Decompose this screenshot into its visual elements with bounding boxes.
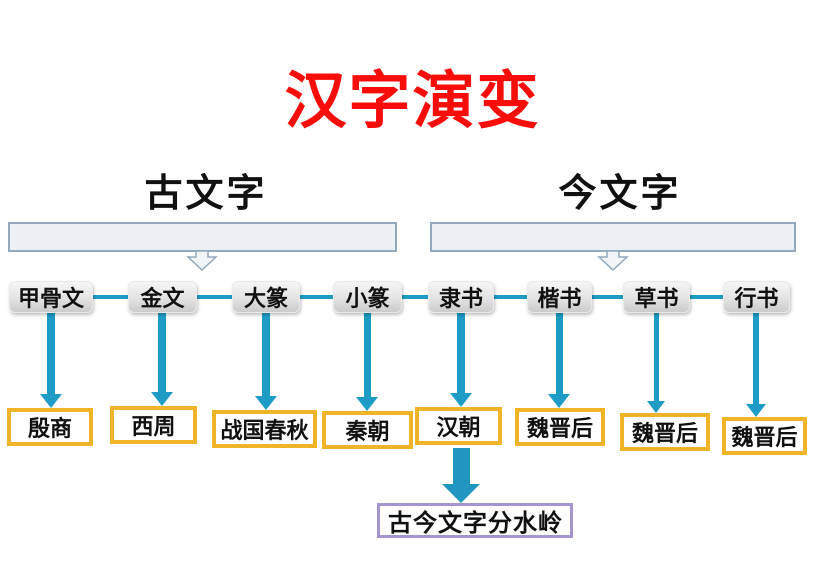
banner-down-arrow-icon xyxy=(597,251,629,271)
script-node-caoshu: 草书 xyxy=(623,281,690,313)
script-node-xiaozhuan: 小篆 xyxy=(333,281,402,313)
period-box-weijin-1: 魏晋后 xyxy=(515,408,605,446)
divider-box: 古今文字分水岭 xyxy=(377,503,573,538)
down-arrow-icon xyxy=(645,313,667,413)
period-box-weijin-3: 魏晋后 xyxy=(722,417,807,455)
period-box-yinshang: 殷商 xyxy=(7,408,93,446)
period-box-hanchao: 汉朝 xyxy=(415,407,502,445)
section-label-ancient: 古文字 xyxy=(144,171,268,215)
page-title: 汉字演变 xyxy=(284,64,541,137)
period-box-qinchao: 秦朝 xyxy=(322,411,413,449)
script-node-lishu: 隶书 xyxy=(428,281,494,313)
script-node-dazhuan: 大篆 xyxy=(232,281,300,313)
down-arrow-icon xyxy=(548,313,570,408)
thick-down-arrow-icon xyxy=(442,448,480,503)
down-arrow-icon xyxy=(356,313,378,411)
period-box-weijin-2: 魏晋后 xyxy=(620,413,710,451)
period-box-zhanguo: 战国春秋 xyxy=(212,410,317,448)
section-label-modern: 今文字 xyxy=(558,171,682,215)
script-node-jinwen: 金文 xyxy=(128,281,197,313)
down-arrow-icon xyxy=(40,313,62,408)
banner-down-arrow-icon xyxy=(186,251,218,271)
down-arrow-icon xyxy=(745,313,767,417)
down-arrow-icon xyxy=(151,313,173,406)
timeline-connector-line xyxy=(51,295,757,299)
script-node-jiaguwen: 甲骨文 xyxy=(9,281,93,313)
period-box-xizhou: 西周 xyxy=(110,406,197,444)
script-node-kaishu: 楷书 xyxy=(527,281,592,313)
modern-scripts-banner xyxy=(430,222,796,252)
down-arrow-icon xyxy=(450,313,472,407)
down-arrow-icon xyxy=(255,313,277,410)
script-node-xingshu: 行书 xyxy=(723,281,790,313)
ancient-scripts-banner xyxy=(8,222,397,252)
